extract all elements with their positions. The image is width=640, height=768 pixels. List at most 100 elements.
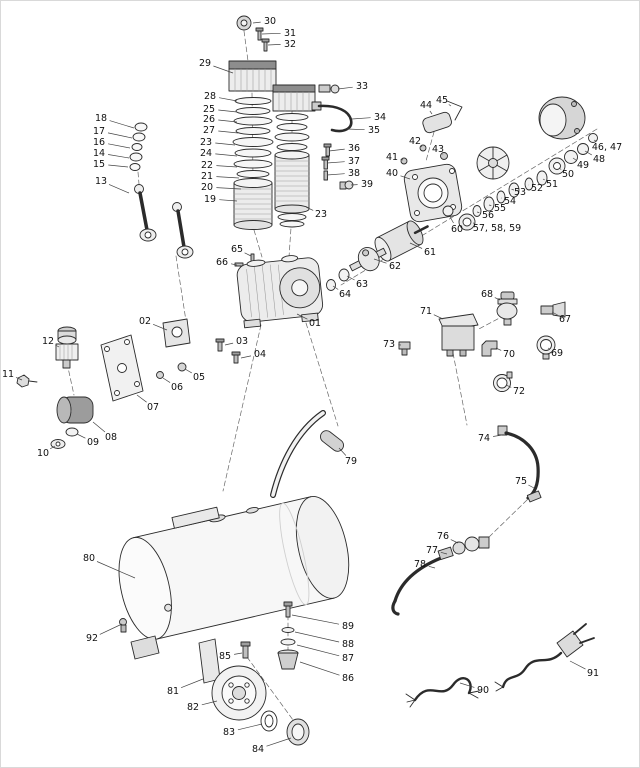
svg-text:61: 61 bbox=[424, 247, 436, 258]
part-callout-23: 23 bbox=[305, 206, 327, 220]
svg-text:03: 03 bbox=[236, 336, 248, 347]
screw-06 bbox=[156, 371, 164, 379]
part-callout-30: 30 bbox=[252, 16, 276, 27]
axle-bolt bbox=[240, 641, 251, 659]
elbow-70 bbox=[481, 340, 498, 357]
outlet-hose bbox=[391, 536, 490, 616]
svg-text:18: 18 bbox=[95, 113, 107, 124]
svg-text:21: 21 bbox=[201, 171, 213, 182]
svg-text:62: 62 bbox=[389, 261, 401, 272]
part-callout-11: 11 bbox=[2, 369, 23, 381]
svg-text:29: 29 bbox=[199, 58, 211, 69]
intake-muffler bbox=[50, 396, 94, 449]
svg-text:83: 83 bbox=[223, 727, 235, 738]
part-callout-70: 70 bbox=[495, 347, 515, 360]
svg-text:91: 91 bbox=[587, 668, 599, 679]
svg-text:23: 23 bbox=[315, 209, 327, 220]
svg-text:28: 28 bbox=[204, 91, 216, 102]
part-callout-42: 42 bbox=[409, 136, 423, 148]
motor-stator bbox=[403, 163, 463, 223]
svg-text:89: 89 bbox=[342, 621, 354, 632]
part-callout-22: 22 bbox=[201, 160, 238, 171]
part-callout-27: 27 bbox=[203, 125, 239, 136]
hubcap-ring bbox=[260, 710, 278, 732]
mounting-plate bbox=[100, 334, 144, 402]
svg-text:73: 73 bbox=[383, 339, 395, 350]
hose-barb bbox=[540, 301, 566, 318]
pressure-gauge-a bbox=[536, 335, 556, 360]
part-callout-04: 04 bbox=[240, 349, 266, 360]
svg-text:77: 77 bbox=[426, 545, 438, 556]
svg-text:92: 92 bbox=[86, 633, 98, 644]
svg-text:70: 70 bbox=[503, 349, 515, 360]
piston-ring-set bbox=[129, 122, 148, 171]
svg-text:12: 12 bbox=[42, 336, 54, 347]
part-callout-71: 71 bbox=[420, 306, 444, 320]
part-callout-36: 36 bbox=[328, 143, 360, 154]
part-callout-53: 53 bbox=[511, 187, 526, 198]
part-callout-79: 79 bbox=[338, 447, 357, 467]
part-callout-61: 61 bbox=[409, 242, 436, 258]
svg-text:90: 90 bbox=[477, 685, 489, 696]
part-callout-63: 63 bbox=[346, 275, 368, 290]
part-callout-17: 17 bbox=[93, 126, 133, 139]
shaft-washer bbox=[442, 205, 454, 217]
part-callout-67: 67 bbox=[551, 311, 571, 325]
svg-text:05: 05 bbox=[193, 372, 205, 383]
pump-crankcase bbox=[236, 255, 324, 329]
svg-text:55: 55 bbox=[494, 203, 506, 214]
part-callout-28: 28 bbox=[204, 91, 238, 102]
discharge-fitting bbox=[318, 84, 340, 94]
part-callout-07: 07 bbox=[136, 394, 159, 413]
part-callout-35: 35 bbox=[346, 125, 380, 136]
hex-bolt bbox=[16, 374, 38, 388]
part-callout-33: 33 bbox=[337, 81, 368, 92]
head-bolts bbox=[255, 27, 270, 52]
part-callout-88: 88 bbox=[294, 631, 354, 650]
tank-foot bbox=[130, 635, 160, 660]
cooling-fan bbox=[476, 146, 510, 180]
part-callout-31: 31 bbox=[261, 28, 296, 39]
air-filter bbox=[55, 326, 79, 369]
breather-plug bbox=[236, 15, 252, 31]
svg-text:06: 06 bbox=[171, 382, 183, 393]
part-callout-23: 23 bbox=[200, 137, 236, 148]
svg-text:10: 10 bbox=[37, 448, 49, 459]
svg-text:67: 67 bbox=[559, 314, 571, 325]
part-callout-75: 75 bbox=[515, 476, 535, 489]
air-tank bbox=[118, 496, 350, 640]
wheel bbox=[211, 665, 267, 721]
svg-text:84: 84 bbox=[252, 744, 264, 755]
svg-text:63: 63 bbox=[356, 279, 368, 290]
part-callout-74: 74 bbox=[478, 433, 503, 444]
part-callout-24: 24 bbox=[200, 148, 238, 159]
svg-text:30: 30 bbox=[264, 16, 276, 27]
part-callout-38: 38 bbox=[326, 168, 360, 179]
part-callout-46-47: 46, 47 bbox=[592, 139, 622, 153]
svg-text:39: 39 bbox=[361, 179, 373, 190]
part-callout-01: 01 bbox=[296, 313, 321, 329]
svg-text:34: 34 bbox=[374, 112, 386, 123]
pressure-gauge-b bbox=[493, 371, 513, 392]
bearing bbox=[458, 213, 476, 231]
tee-fitting bbox=[398, 341, 411, 356]
part-callout-49: 49 bbox=[572, 157, 589, 171]
svg-text:57, 58, 59: 57, 58, 59 bbox=[473, 223, 521, 234]
part-callout-44: 44 bbox=[420, 100, 433, 115]
svg-text:24: 24 bbox=[200, 148, 212, 159]
part-callout-14: 14 bbox=[93, 148, 130, 159]
part-callout-86: 86 bbox=[299, 661, 354, 684]
part-callout-69: 69 bbox=[547, 347, 563, 359]
washer-b bbox=[326, 279, 336, 291]
part-callout-29: 29 bbox=[199, 58, 234, 74]
part-callout-19: 19 bbox=[204, 194, 238, 205]
bracket-bolt-b bbox=[231, 351, 241, 364]
valve-plate-stack-b bbox=[274, 113, 310, 151]
svg-text:13: 13 bbox=[95, 176, 107, 187]
svg-text:01: 01 bbox=[309, 318, 321, 329]
svg-text:78: 78 bbox=[414, 559, 426, 570]
svg-text:33: 33 bbox=[356, 81, 368, 92]
washer-a bbox=[338, 268, 350, 282]
part-callout-03: 03 bbox=[224, 336, 248, 347]
hubcap bbox=[286, 718, 310, 746]
